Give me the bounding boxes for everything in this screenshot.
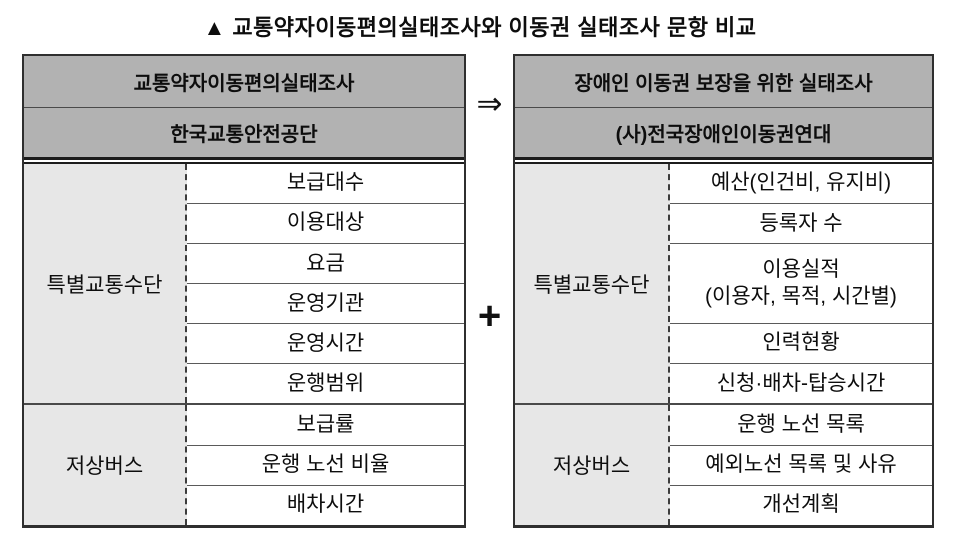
item-cell: 예외노선 목록 및 사유 (670, 444, 932, 485)
item-text: 운행 노선 목록 (737, 412, 865, 436)
item-cell: 이용실적(이용자, 목적, 시간별) (670, 243, 932, 322)
item-cell: 등록자 수 (670, 203, 932, 243)
item-text: 운영기관 (286, 291, 365, 315)
item-text: 신청·배차-탑승시간 (716, 371, 886, 395)
left-table-organization: 한국교통안전공단 (24, 108, 464, 157)
item-cell: 인력현황 (670, 322, 932, 363)
item-cell: 신청·배차-탑승시간 (670, 363, 932, 403)
item-text: 이용대상 (286, 211, 365, 235)
item-cell: 운행범위 (187, 363, 464, 403)
item-text: 배차시간 (286, 493, 365, 517)
category-cell: 특별교통수단 (24, 164, 187, 404)
item-cell: 운영시간 (187, 323, 464, 363)
item-cell: 보급대수 (187, 164, 464, 203)
right-table-organization: (사)전국장애인이동권연대 (515, 108, 932, 157)
item-text: 이용실적 (762, 258, 840, 282)
header-double-rule (24, 157, 464, 164)
item-text: (이용자, 목적, 시간별) (705, 284, 897, 308)
item-text: 보급대수 (286, 171, 365, 195)
item-text: 운행 노선 비율 (261, 453, 390, 477)
category-cell: 특별교통수단 (515, 164, 670, 404)
right-table-title: 장애인 이동권 보장을 위한 실태조사 (515, 56, 932, 108)
item-text: 예산(인건비, 유지비) (710, 171, 892, 195)
item-cell: 이용대상 (187, 203, 464, 243)
item-text: 인력현황 (762, 331, 840, 355)
item-cell: 운영기관 (187, 283, 464, 323)
item-text: 요금 (306, 251, 345, 275)
item-text: 개선계획 (762, 493, 840, 517)
item-cell: 개선계획 (670, 484, 932, 525)
right-survey-table: 장애인 이동권 보장을 위한 실태조사 (사)전국장애인이동권연대 특별교통수단… (513, 54, 934, 528)
category-cell: 저상버스 (515, 405, 670, 525)
figure-title: ▲ 교통약자이동편의실태조사와 이동권 실태조사 문항 비교 (203, 15, 757, 40)
item-text: 보급률 (296, 412, 355, 436)
plus-icon: + (477, 294, 502, 338)
item-cell: 배차시간 (187, 484, 464, 525)
item-cell: 운행 노선 목록 (670, 405, 932, 444)
item-cell: 보급률 (187, 405, 464, 444)
left-table-title: 교통약자이동편의실태조사 (24, 56, 464, 108)
rightwards-double-arrow-icon: ⇒ (476, 86, 503, 121)
item-cell: 운행 노선 비율 (187, 444, 464, 485)
item-text: 운행범위 (286, 371, 365, 395)
item-text: 등록자 수 (759, 211, 843, 235)
header-double-rule (515, 157, 932, 164)
item-text: 예외노선 목록 및 사유 (705, 453, 897, 477)
item-text: 운영시간 (286, 331, 365, 355)
item-cell: 요금 (187, 243, 464, 283)
category-cell: 저상버스 (24, 405, 187, 525)
item-cell: 예산(인건비, 유지비) (670, 164, 932, 203)
